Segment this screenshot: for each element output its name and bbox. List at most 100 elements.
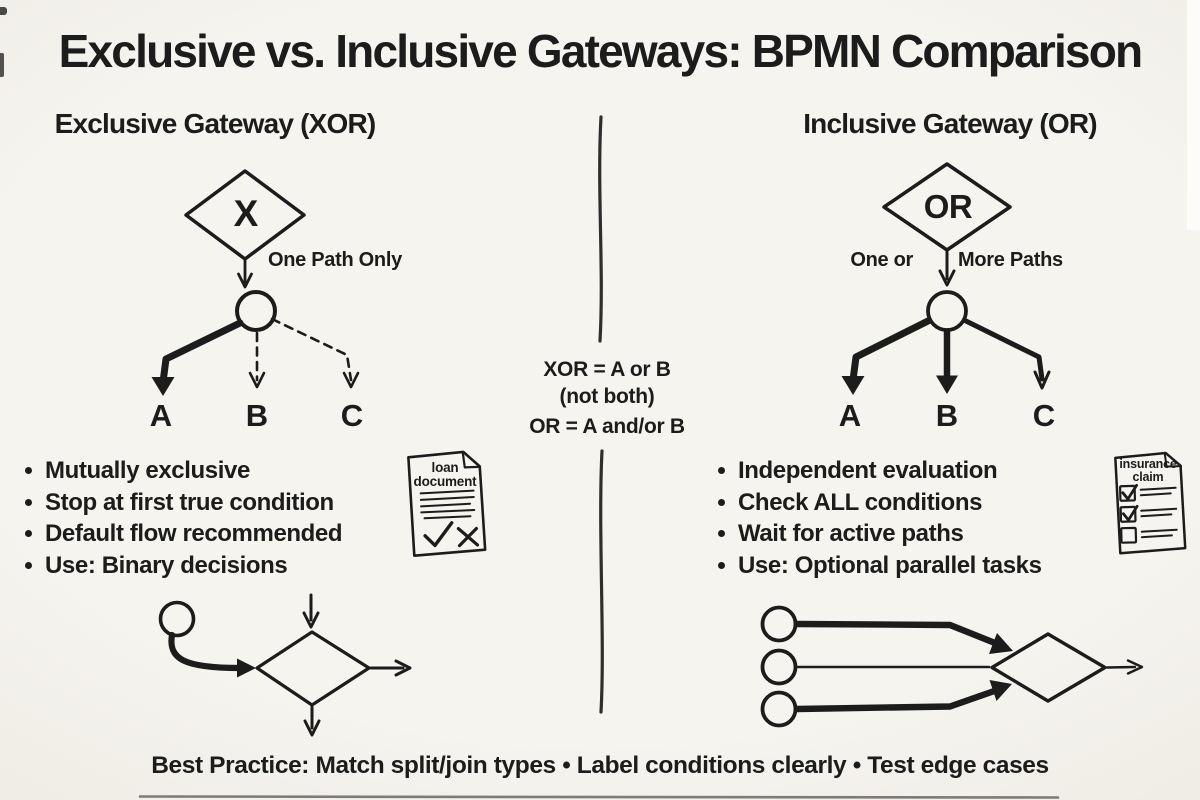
bullet-text: Wait for active paths xyxy=(738,520,964,547)
join-example-diagram xyxy=(760,605,1144,728)
bullet-icon xyxy=(718,530,725,537)
or-flow-label-right: More Paths xyxy=(958,249,1063,271)
doc-label-line: insurance xyxy=(1119,457,1177,471)
bullet-text: Check ALL conditions xyxy=(738,488,983,516)
doc-label-line: loan xyxy=(431,460,459,475)
bullet-icon xyxy=(25,467,32,474)
or-merge-node xyxy=(926,290,968,332)
split-example-diagram xyxy=(158,593,412,737)
start-event-circle xyxy=(760,690,798,728)
or-gateway-symbol: OR xyxy=(923,188,973,225)
x-mark xyxy=(456,526,480,548)
doc-label-line: document xyxy=(413,473,477,489)
bullet-icon xyxy=(25,561,32,569)
or-down-arrowhead xyxy=(938,269,956,287)
gateway-diamond xyxy=(255,630,371,707)
or-branch-label-a: A xyxy=(838,398,862,433)
bullet-icon xyxy=(718,498,725,506)
bullet-icon xyxy=(25,530,32,537)
center-divider xyxy=(598,115,604,714)
outgoing-right-arrowhead xyxy=(394,659,412,677)
xor-logic-line: XOR = A or B xyxy=(543,358,671,381)
outgoing-bottom-arrowhead xyxy=(303,719,321,737)
folded-corner xyxy=(461,451,481,469)
start-event-circle xyxy=(760,648,798,686)
check-mark xyxy=(1121,504,1139,522)
inclusive-bullet-list: Independent evaluation Check ALL conditi… xyxy=(718,455,1118,581)
list-item: Use: Binary decisions xyxy=(25,550,425,582)
list-item: Wait for active paths xyxy=(718,518,1118,550)
or-logic-line: OR = A and/or B xyxy=(529,415,685,438)
curved-flow-arrowhead xyxy=(237,658,256,678)
join-bottom-arrowhead xyxy=(989,680,1012,701)
insurance-claim-checklist-icon xyxy=(1114,451,1187,555)
bullet-text: Stop at first true condition xyxy=(45,488,334,516)
xor-branch-a-arrowhead xyxy=(151,377,175,396)
checkbox-checked xyxy=(1119,484,1137,502)
xor-gateway-symbol: X xyxy=(233,193,259,234)
bottom-edge-artifact xyxy=(138,795,1060,799)
list-item: Use: Optional parallel tasks xyxy=(718,550,1118,582)
xor-gateway-diagram xyxy=(151,169,360,396)
xor-logic-qualifier: (not both) xyxy=(559,385,655,408)
list-item: Stop at first true condition xyxy=(25,487,425,519)
join-top-arrow xyxy=(793,620,1004,649)
insurance-claim-label: insurance claim xyxy=(1119,458,1176,484)
exclusive-gateway-heading: Exclusive Gateway (XOR) xyxy=(54,108,377,139)
outgoing-right-arrow xyxy=(1105,665,1137,669)
or-diamond-shape xyxy=(882,162,1012,252)
right-edge-white-strip xyxy=(1187,0,1200,230)
or-branch-c-arrowhead xyxy=(1033,370,1051,390)
start-event-circle xyxy=(760,605,798,643)
xor-branch-c-arrowhead xyxy=(342,371,360,389)
or-branch-c-arrow xyxy=(963,318,1045,382)
bullet-text: Use: Binary decisions xyxy=(45,551,288,579)
loan-document-icon xyxy=(407,450,487,557)
left-edge-artifact xyxy=(0,53,4,77)
gateway-logic-note: XOR = A or B (not both) OR = A and/or B xyxy=(529,356,685,440)
xor-branch-label-a: A xyxy=(149,398,173,433)
list-item: Mutually exclusive xyxy=(25,455,425,487)
bullet-icon xyxy=(718,467,725,474)
xor-branch-b-arrowhead xyxy=(248,371,266,389)
xor-branch-label-b: B xyxy=(245,398,269,433)
join-bottom-arrow xyxy=(793,685,1004,713)
bullet-icon xyxy=(25,498,32,506)
doc-label-line: claim xyxy=(1132,470,1164,484)
folded-corner xyxy=(1163,452,1183,468)
outgoing-right-arrowhead xyxy=(1126,659,1144,675)
top-left-edge-artifact xyxy=(0,7,7,15)
inclusive-gateway-heading: Inclusive Gateway (OR) xyxy=(803,108,1097,139)
best-practice-lead: Best Practice: xyxy=(151,752,310,779)
xor-flow-label: One Path Only xyxy=(268,249,402,271)
or-branch-label-b: B xyxy=(935,398,959,433)
xor-branch-label-c: C xyxy=(340,398,364,433)
bullet-text: Use: Optional parallel tasks xyxy=(738,551,1042,579)
join-top-arrowhead xyxy=(989,633,1013,654)
gateway-diamond xyxy=(990,632,1107,703)
or-branch-a-arrow xyxy=(849,317,932,384)
exclusive-bullet-list: Mutually exclusive Stop at first true co… xyxy=(25,455,425,581)
bullet-icon xyxy=(718,561,725,569)
xor-branch-a-arrow xyxy=(159,319,244,386)
list-item: Independent evaluation xyxy=(718,455,1118,487)
or-branch-label-c: C xyxy=(1032,398,1056,433)
curved-flow-arrow xyxy=(168,631,244,672)
page-title: Exclusive vs. Inclusive Gateways: BPMN C… xyxy=(58,25,1144,77)
or-gateway-diagram xyxy=(841,162,1051,395)
xor-branch-c-dashed-arrow xyxy=(270,317,353,382)
best-practice-text: Match split/join types • Label condition… xyxy=(309,752,1049,779)
xor-down-arrowhead xyxy=(237,272,253,289)
or-branch-a-arrowhead xyxy=(841,376,865,395)
list-item: Default flow recommended xyxy=(25,518,425,550)
xor-merge-node xyxy=(235,290,277,332)
checkbox-checked xyxy=(1119,505,1137,523)
bullet-text: Independent evaluation xyxy=(738,457,998,484)
bullet-text: Default flow recommended xyxy=(45,520,343,547)
or-branch-b-arrowhead xyxy=(936,375,958,394)
best-practice-note: Best Practice: Match split/join types • … xyxy=(0,752,1200,780)
check-mark xyxy=(1121,483,1138,501)
or-flow-label-left: One or xyxy=(850,249,913,271)
